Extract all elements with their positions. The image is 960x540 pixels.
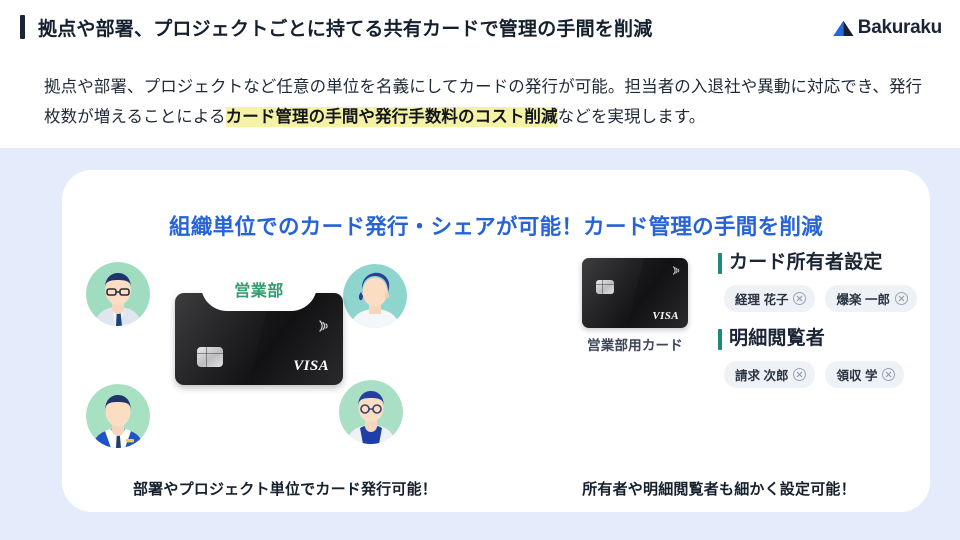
contactless-wave-icon [319,320,328,332]
left-caption: 部署やプロジェクト単位でカード発行可能！ [132,481,437,498]
header-accent-bar [20,15,25,39]
description-part2: などを実現します。 [557,108,706,126]
card-gloss-small [582,258,647,328]
statement-viewer-tags: 請求 次郎 領収 学 [724,361,930,388]
viewer-tag-label: 領収 学 [836,369,878,383]
remove-icon[interactable] [793,292,807,305]
avatar-person-4-icon [339,380,403,444]
remove-icon[interactable] [894,292,908,305]
avatar-person-2-icon [343,264,407,328]
bakuraku-triangle-mark-icon [832,20,854,36]
shared-credit-card: VISA 営業部 [175,275,343,385]
slide-header: 拠点や部署、プロジェクトごとに持てる共有カードで管理の手間を削減 Bakurak… [0,0,960,52]
right-caption: 所有者や明細閲覧者も細かく設定可能！ [582,481,856,498]
statement-viewer-heading: 明細閲覧者 [718,326,930,352]
avatar-person-2 [343,264,407,328]
card-chip-icon [596,280,614,294]
page-title: 拠点や部署、プロジェクトごとに持てる共有カードで管理の手間を削減 [38,19,653,40]
remove-icon[interactable] [793,368,807,381]
card-owner-heading: カード所有者設定 [718,250,930,276]
logo-text: Bakuraku [857,17,943,38]
panel-title: 組織単位でのカード発行・シェアが可能！カード管理の手間を削減 [168,215,823,239]
left-illustration-area: VISA 営業部 [62,248,496,498]
avatar-person-3-icon [86,384,150,448]
visa-brand-logo: VISA [293,358,329,374]
department-credit-card: VISA [582,258,688,328]
remove-icon[interactable] [882,368,896,381]
description-part1: 拠点や部署、プロジェクトなど任意の単位を名義にしてカードの発行が可能。担当者の入… [44,78,923,126]
feature-panel: 組織単位でのカード発行・シェアが可能！カード管理の手間を削減 [62,170,930,512]
visa-brand-logo: VISA [652,310,679,322]
card-label-notch [201,275,317,311]
description-text: 拠点や部署、プロジェクトなど任意の単位を名義にしてカードの発行が可能。担当者の入… [44,72,924,132]
right-illustration-area: VISA 営業部用カード カード所有者設定 経理 花子 [496,248,930,498]
owner-tag[interactable]: 爆楽 一郎 [825,285,917,312]
description-highlight: カード管理の手間や発行手数料のコスト削減 [225,107,558,127]
avatar-person-3 [86,384,150,448]
avatar-person-1-icon [86,262,150,326]
viewer-tag-label: 請求 次郎 [735,369,789,383]
owner-tag[interactable]: 経理 花子 [724,285,816,312]
heading-accent-bar [718,253,722,274]
heading-accent-bar [718,329,722,350]
viewer-tag[interactable]: 領収 学 [825,361,905,388]
card-owner-heading-label: カード所有者設定 [729,252,883,273]
statement-viewer-heading-label: 明細閲覧者 [729,328,826,349]
department-card-caption: 営業部用カード [587,338,683,353]
avatar-person-4 [339,380,403,444]
bakuraku-logo: Bakuraku [832,17,942,39]
credit-card-body-small: VISA [582,258,688,328]
avatar-person-1 [86,262,150,326]
viewer-tag[interactable]: 請求 次郎 [724,361,816,388]
owner-tag-label: 爆楽 一郎 [836,293,890,307]
card-owner-tags: 経理 花子 爆楽 一郎 [724,285,930,312]
card-chip-icon [197,347,223,367]
permission-settings: カード所有者設定 経理 花子 爆楽 一郎 [718,250,930,402]
card-department-label: 営業部 [234,283,284,300]
owner-tag-label: 経理 花子 [735,293,789,307]
contactless-wave-icon [673,266,680,275]
feature-section: 組織単位でのカード発行・シェアが可能！カード管理の手間を削減 [0,148,960,540]
